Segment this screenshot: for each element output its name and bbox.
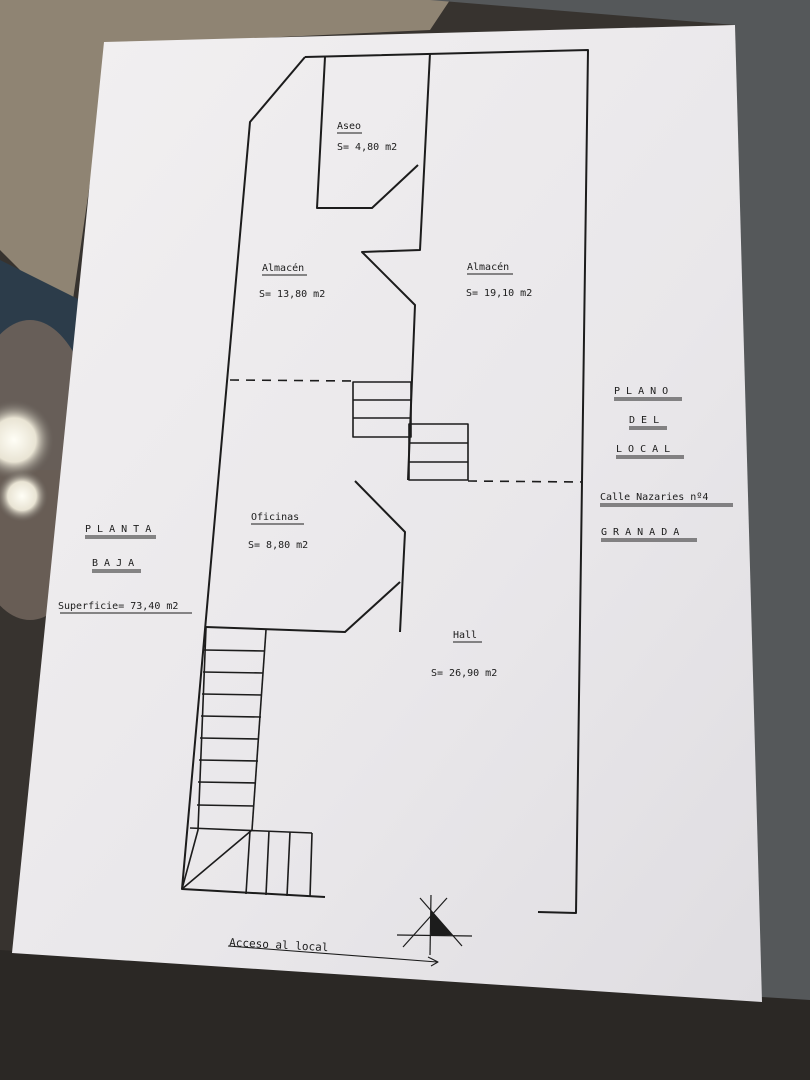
del-title: D E L [629, 415, 659, 426]
floor-plan-drawing [181, 49, 589, 967]
aseo-walls [316, 56, 419, 209]
central-partition [361, 52, 431, 481]
oficinas-wall-lower [205, 581, 401, 633]
room-oficinas-area: S= 8,80 m2 [248, 540, 308, 551]
room-hall-name: Hall [453, 630, 477, 641]
oficinas-walls [354, 480, 406, 633]
outer-wall-left [181, 56, 326, 898]
baja-title: B A J A [92, 558, 134, 569]
north-arrow-fill [431, 910, 452, 935]
room-aseo-name: Aseo [337, 121, 361, 132]
room-almacen-right-area: S= 19,10 m2 [466, 288, 532, 299]
plano-title: P L A N O [614, 386, 668, 397]
room-almacen-left-area: S= 13,80 m2 [259, 289, 325, 300]
staircase-lower [181, 627, 313, 898]
local-title: L O C A L [616, 444, 670, 455]
access-arrow [227, 945, 439, 967]
planta-title: P L A N T A [85, 524, 151, 535]
staircase-upper [352, 381, 469, 481]
room-aseo-area: S= 4,80 m2 [337, 142, 397, 153]
total-surface: Superficie= 73,40 m2 [58, 601, 178, 612]
street-address: Calle Nazaries nº4 [600, 492, 708, 503]
dashed-dividers [229, 379, 583, 483]
city-title: G R A N A D A [601, 527, 679, 538]
room-almacen-left-name: Almacén [262, 262, 304, 274]
access-label: Acceso al local [229, 936, 329, 954]
left-title-block: P L A N T A B A J A Superficie= 73,40 m2 [58, 524, 192, 614]
room-hall-area: S= 26,90 m2 [431, 668, 497, 679]
room-labels: Aseo S= 4,80 m2 Almacén S= 13,80 m2 Alma… [248, 121, 532, 679]
room-oficinas-name: Oficinas [251, 512, 299, 523]
room-almacen-right-name: Almacén [467, 261, 509, 273]
right-title-block: P L A N O D E L L O C A L Calle Nazaries… [600, 386, 733, 542]
